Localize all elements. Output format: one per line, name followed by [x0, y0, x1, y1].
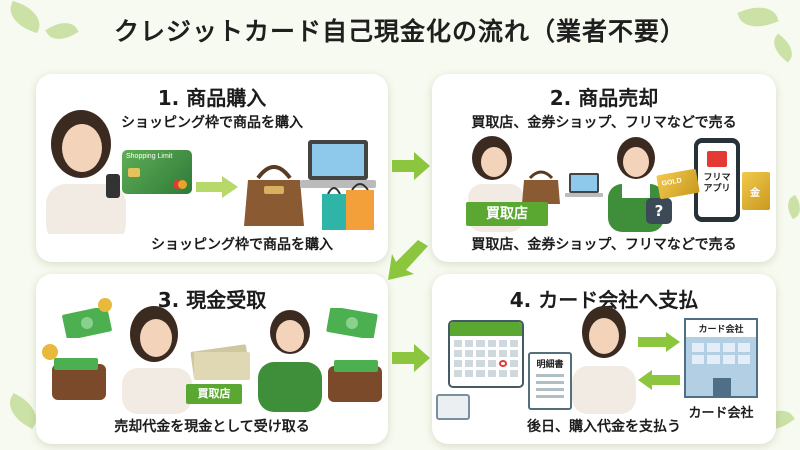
app-label: フリマ アプリ	[703, 173, 731, 194]
desk-calendar-icon	[436, 394, 470, 420]
step-1-title: 1. 商品購入	[157, 86, 267, 110]
step-1-card: 1. 商品購入 ショッピング枠で商品を購入 Shopping Limit	[36, 74, 388, 262]
woman-with-phone-illustration	[46, 110, 126, 234]
handbag-icon	[522, 170, 560, 204]
statement-label: 明細書	[536, 360, 564, 370]
arrow-right-icon	[196, 176, 238, 198]
handbag-illustration	[244, 165, 304, 226]
company-label: カード会社	[688, 406, 754, 421]
store-icon	[707, 151, 727, 167]
credit-card-label: Shopping Limit	[126, 153, 173, 160]
step-1-caption: ショッピング枠で商品を購入	[151, 237, 333, 253]
gift-voucher-label: 金	[750, 188, 760, 199]
coin-icon	[42, 344, 58, 360]
smartphone-icon: フリマ アプリ	[694, 138, 740, 222]
shop-sign-label: 買取店	[466, 202, 548, 226]
banknotes-icon	[190, 344, 250, 380]
arrow-left-icon	[638, 370, 680, 390]
flow-arrow-right-icon	[392, 152, 430, 180]
step-3-card: 3. 現金受取 買取店 売却代金を現金として受け取る	[36, 274, 388, 444]
shopping-bags-illustration	[322, 183, 374, 230]
flow-arrow-down-left-icon	[388, 240, 428, 280]
company-sign: カード会社	[686, 320, 756, 337]
wallet-icon	[328, 360, 382, 402]
step-4-caption: 後日、購入代金を支払う	[527, 419, 681, 435]
cash-icon	[326, 308, 378, 338]
leaf-decoration	[782, 194, 800, 220]
woman-receiving-cash-illustration	[122, 306, 192, 414]
step-2-title: 2. 商品売却	[549, 86, 659, 110]
calendar-icon	[448, 320, 524, 388]
card-chip	[128, 168, 140, 177]
card-company-building-icon: カード会社	[684, 318, 758, 398]
step-3-title: 3. 現金受取	[157, 288, 267, 312]
step-1-subtitle: ショッピング枠で商品を購入	[121, 115, 303, 131]
shop-staff-illustration	[258, 310, 322, 412]
wallet-icon	[52, 358, 106, 400]
step-3-caption: 売却代金を現金として受け取る	[114, 419, 310, 435]
question-icon: ?	[646, 198, 672, 224]
card-brand-mark	[173, 180, 187, 189]
step-2-card: 2. 商品売却 買取店、金券ショップ、フリマなどで売る 買取店 ? フリマ アプ…	[432, 74, 776, 262]
gift-voucher-icon: 金	[742, 172, 770, 210]
step-4-card: 4. カード会社へ支払 明細書 カード会社	[432, 274, 776, 444]
step-2-subtitle: 買取店、金券ショップ、フリマなどで売る	[471, 115, 737, 131]
laptop-icon	[565, 173, 603, 197]
statement-icon: 明細書	[528, 352, 572, 410]
woman-at-laptop-illustration	[572, 306, 636, 414]
shop-sign-label: 買取店	[186, 384, 242, 404]
credit-card-illustration: Shopping Limit	[122, 150, 192, 194]
cash-icon	[62, 308, 112, 338]
page-title: クレジットカード自己現金化の流れ（業者不要）	[113, 17, 686, 46]
flow-arrow-right-icon	[392, 344, 430, 372]
coin-icon	[98, 298, 112, 312]
shop-staff-illustration	[608, 137, 664, 232]
arrow-right-icon	[638, 332, 680, 352]
step-2-caption: 買取店、金券ショップ、フリマなどで売る	[471, 237, 737, 253]
